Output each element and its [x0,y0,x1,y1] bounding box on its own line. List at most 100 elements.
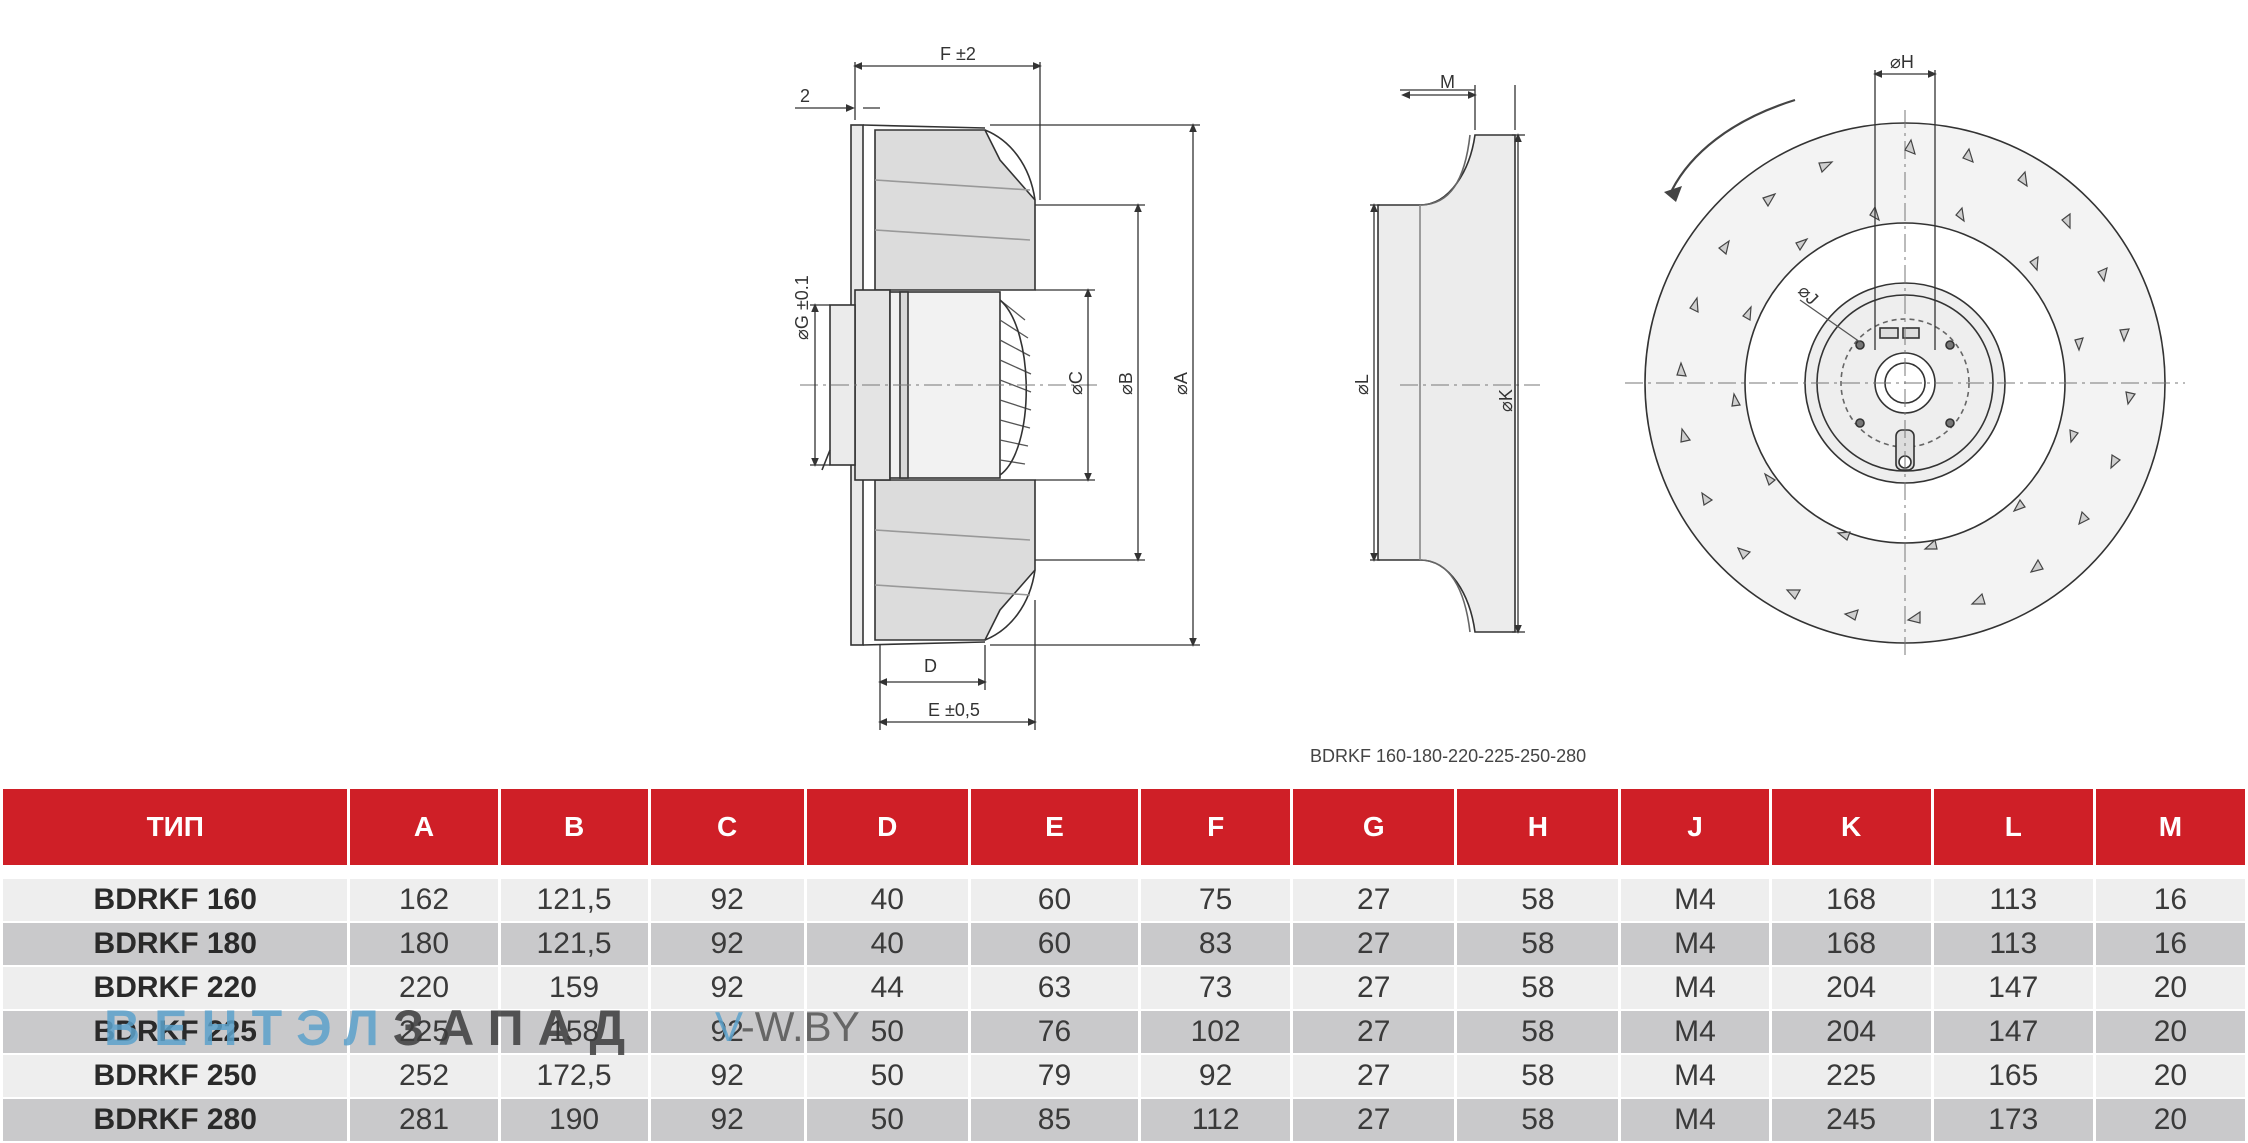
technical-drawing: F ±2 2 ⌀G ±0.1 ⌀C ⌀B ⌀A D E ±0,5 M ⌀L ⌀K [792,44,2185,730]
cell-value: 27 [1293,1055,1455,1099]
cell-value: 40 [806,879,968,923]
cell-value: 20 [2095,1055,2245,1099]
header-g: G [1293,789,1455,865]
cell-value: 76 [970,1011,1139,1055]
cell-type: BDRKF 160 [3,879,348,923]
header-h: H [1457,789,1619,865]
cell-value: 92 [650,923,804,967]
watermark-domain: V-W.BY [715,1006,860,1048]
cell-type: BDRKF 220 [3,967,348,1011]
dim-label-f: F ±2 [940,44,976,64]
cell-value: 204 [1771,1011,1931,1055]
cell-value: 20 [2095,1099,2245,1143]
cell-value: 162 [350,879,498,923]
side-view-dimensions [795,62,1200,730]
watermark-part-1: ВЕНТЭЛ [104,1000,393,1056]
cell-value: 20 [2095,1011,2245,1055]
dim-label-h: ⌀H [1890,52,1914,72]
cell-value: 60 [970,879,1139,923]
cell-value: 147 [1933,967,2093,1011]
side-view [800,124,1100,646]
cell-value: 121,5 [500,923,648,967]
cell-value: M4 [1621,1055,1769,1099]
cell-value: 225 [1771,1055,1931,1099]
dim-label-m: M [1440,72,1455,92]
header-type: ТИП [3,789,348,865]
cell-value: 165 [1933,1055,2093,1099]
cell-value: 147 [1933,1011,2093,1055]
cell-value: M4 [1621,923,1769,967]
cell-type: BDRKF 280 [3,1099,348,1143]
watermark-logo: ВЕНТЭЛЗАПАД [104,1003,639,1053]
cell-value: 27 [1293,967,1455,1011]
cell-value: M4 [1621,967,1769,1011]
dim-label-2: 2 [800,86,810,106]
cell-value: 113 [1933,923,2093,967]
dim-label-e: E ±0,5 [928,700,980,720]
cell-value: 44 [806,967,968,1011]
cell-value: 220 [350,967,498,1011]
cell-value: 121,5 [500,879,648,923]
header-m: M [2095,789,2245,865]
cell-value: 92 [650,879,804,923]
inlet-ring-dim-labels: M ⌀L ⌀K [1352,72,1516,412]
cell-value: 92 [1141,1055,1291,1099]
cell-value: 92 [650,1011,804,1055]
cell-value: 27 [1293,879,1455,923]
dim-label-a: ⌀A [1171,372,1191,395]
cell-value: M4 [1621,1011,1769,1055]
cell-value: 63 [970,967,1139,1011]
cell-value: 60 [970,923,1139,967]
cell-value: 112 [1141,1099,1291,1143]
header-k: K [1771,789,1931,865]
front-view [1625,98,2185,655]
cell-value: 168 [1771,879,1931,923]
cell-value: 27 [1293,1011,1455,1055]
cell-value: 50 [806,1011,968,1055]
cell-value: 85 [970,1099,1139,1143]
cell-value: 16 [2095,923,2245,967]
watermark-part-2: ЗАПАД [392,1000,640,1056]
header-e: E [970,789,1139,865]
cell-value: 245 [1771,1099,1931,1143]
cell-type: BDRKF 250 [3,1055,348,1099]
cell-value: 158 [500,1011,648,1055]
cell-value: 58 [1457,1099,1619,1143]
cell-value: 92 [650,967,804,1011]
front-view-dimensions [1799,70,1937,350]
cell-value: 172,5 [500,1055,648,1099]
cell-value: 113 [1933,879,2093,923]
cell-value: 281 [350,1099,498,1143]
dim-label-g: ⌀G ±0.1 [792,275,812,340]
cell-value: 92 [650,1055,804,1099]
header-b: B [500,789,648,865]
header-l: L [1933,789,2093,865]
cell-value: 58 [1457,879,1619,923]
header-j: J [1621,789,1769,865]
cell-value: 50 [806,1099,968,1143]
dim-label-d: D [924,656,937,676]
cell-value: 190 [500,1099,648,1143]
cell-value: 159 [500,967,648,1011]
cell-value: 58 [1457,967,1619,1011]
cell-value: 204 [1771,967,1931,1011]
cell-value: 50 [806,1055,968,1099]
cell-value: 102 [1141,1011,1291,1055]
header-c: C [650,789,804,865]
header-f: F [1141,789,1291,865]
cell-type: BDRKF 180 [3,923,348,967]
watermark-part-3: V [715,1003,741,1050]
cell-value: 20 [2095,967,2245,1011]
watermark-part-4: -W.BY [740,1003,860,1050]
header-d: D [806,789,968,865]
cell-value: 75 [1141,879,1291,923]
dim-label-c: ⌀C [1066,371,1086,395]
inlet-ring-dimensions [1370,85,1525,634]
cell-value: 58 [1457,1055,1619,1099]
dim-label-k: ⌀K [1496,389,1516,412]
